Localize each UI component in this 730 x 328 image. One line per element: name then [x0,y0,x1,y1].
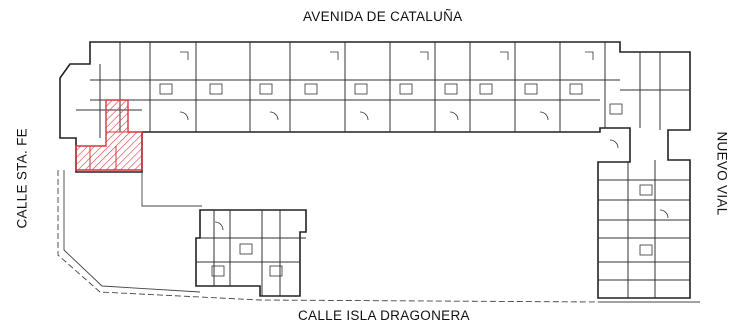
connection-lines [141,172,202,207]
street-label-top: AVENIDA DE CATALUÑA [303,9,463,24]
highlighted-unit [75,99,143,171]
unit-walls-south [196,210,306,296]
unit-walls-top [76,42,690,138]
south-building-block [195,209,307,297]
top-building-block [59,41,691,299]
fixture-details [159,51,669,277]
unit-walls-right [598,160,690,298]
site-boundary [57,170,700,303]
street-label-bottom: CALLE ISLA DRAGONERA [298,308,470,323]
